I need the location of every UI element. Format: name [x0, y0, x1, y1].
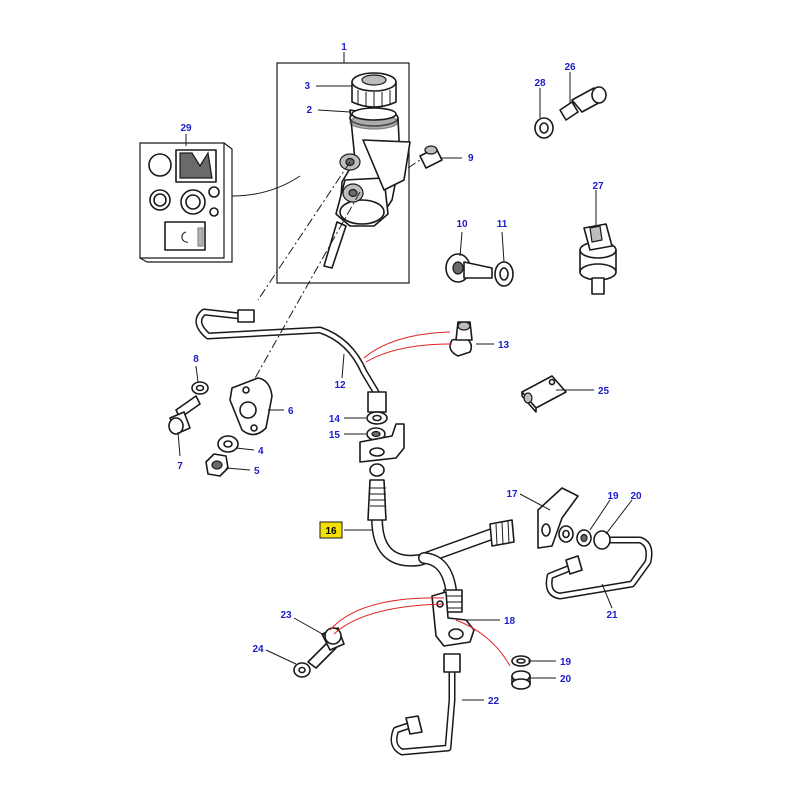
assembly-centerline-b	[253, 191, 361, 381]
pressure-switch-part-27[interactable]	[579, 223, 617, 295]
callout-10: 10	[456, 219, 468, 230]
callout-23: 23	[280, 610, 292, 621]
callout-11: 11	[497, 219, 508, 230]
callout-8: 8	[193, 354, 199, 365]
bracket-part-17[interactable]	[537, 487, 579, 549]
washer-part-4[interactable]	[217, 435, 239, 453]
reservoir-cap-part[interactable]	[351, 72, 397, 108]
callout-19-upper: 19	[607, 491, 619, 502]
callout-24: 24	[252, 644, 264, 655]
callout-18: 18	[504, 616, 516, 627]
hose-bracket-upper[interactable]	[359, 423, 405, 463]
leader-lines	[177, 52, 633, 701]
washer-part-28[interactable]	[534, 117, 554, 139]
callout-9: 9	[468, 153, 474, 164]
callout-20-lower: 20	[560, 674, 572, 685]
callout-1: 1	[341, 42, 347, 53]
callout-12: 12	[334, 380, 346, 391]
callout-15: 15	[329, 430, 341, 441]
bolt-part-7[interactable]	[168, 395, 201, 435]
flexible-hose-part-16[interactable]	[367, 463, 515, 613]
nut-part-5[interactable]	[205, 453, 229, 477]
callout-19-lower: 19	[560, 657, 572, 668]
washer-part-11[interactable]	[494, 261, 514, 287]
nut-part-20-upper[interactable]	[576, 529, 592, 547]
nut-part-20-lower[interactable]	[511, 670, 531, 690]
guide-line-18a	[329, 597, 445, 631]
callout-25: 25	[598, 386, 610, 397]
callout-21: 21	[606, 610, 618, 621]
guide-line-13a	[363, 331, 451, 359]
bracket-part-18[interactable]	[431, 591, 475, 647]
fluid-pipe-part-22[interactable]	[390, 653, 461, 756]
washer-part-19-lower[interactable]	[511, 655, 531, 667]
callout-22: 22	[488, 696, 500, 707]
reservoir-seal-part[interactable]	[349, 107, 399, 130]
banjo-union-part-10[interactable]	[445, 253, 493, 283]
guide-line-18c	[455, 619, 511, 667]
washer-part-14[interactable]	[366, 411, 388, 425]
callout-16: 16	[325, 526, 337, 537]
callout-26: 26	[564, 62, 576, 73]
callout-2: 2	[306, 105, 312, 116]
seal-kit-box[interactable]	[139, 142, 301, 263]
assembly-centerline-c	[407, 159, 421, 169]
callout-27: 27	[592, 181, 604, 192]
washer-part-24[interactable]	[293, 662, 311, 678]
bolt-part-23[interactable]	[307, 627, 345, 669]
master-cylinder-part[interactable]	[323, 109, 411, 269]
callout-14: 14	[329, 414, 341, 425]
callout-3: 3	[304, 81, 310, 92]
callout-29: 29	[180, 123, 192, 134]
washer-part-19-upper[interactable]	[558, 525, 574, 543]
master-cylinder-group-frame	[276, 62, 410, 284]
callout-4: 4	[258, 446, 264, 457]
bleed-screw-part-26[interactable]	[559, 86, 607, 121]
callout-7: 7	[177, 461, 183, 472]
assembly-centerline-a	[257, 161, 351, 301]
washer-part-8[interactable]	[191, 381, 209, 395]
callout-13: 13	[498, 340, 510, 351]
gasket-part-6[interactable]	[229, 377, 273, 436]
clip-part-13[interactable]	[449, 321, 473, 357]
union-fitting-part[interactable]	[419, 145, 443, 169]
connector-part-25[interactable]	[521, 375, 567, 413]
callout-5: 5	[254, 466, 260, 477]
callout-20-upper: 20	[630, 491, 642, 502]
fluid-pipe-part-12[interactable]	[195, 308, 387, 413]
callout-17: 17	[506, 489, 518, 500]
highlighted-callout-box	[319, 521, 343, 539]
nut-part-15[interactable]	[366, 427, 386, 441]
guide-line-13b	[365, 343, 453, 363]
callout-6: 6	[288, 406, 294, 417]
callout-28: 28	[534, 78, 546, 89]
guide-line-18b	[333, 603, 445, 635]
fluid-pipe-part-21[interactable]	[545, 530, 653, 600]
